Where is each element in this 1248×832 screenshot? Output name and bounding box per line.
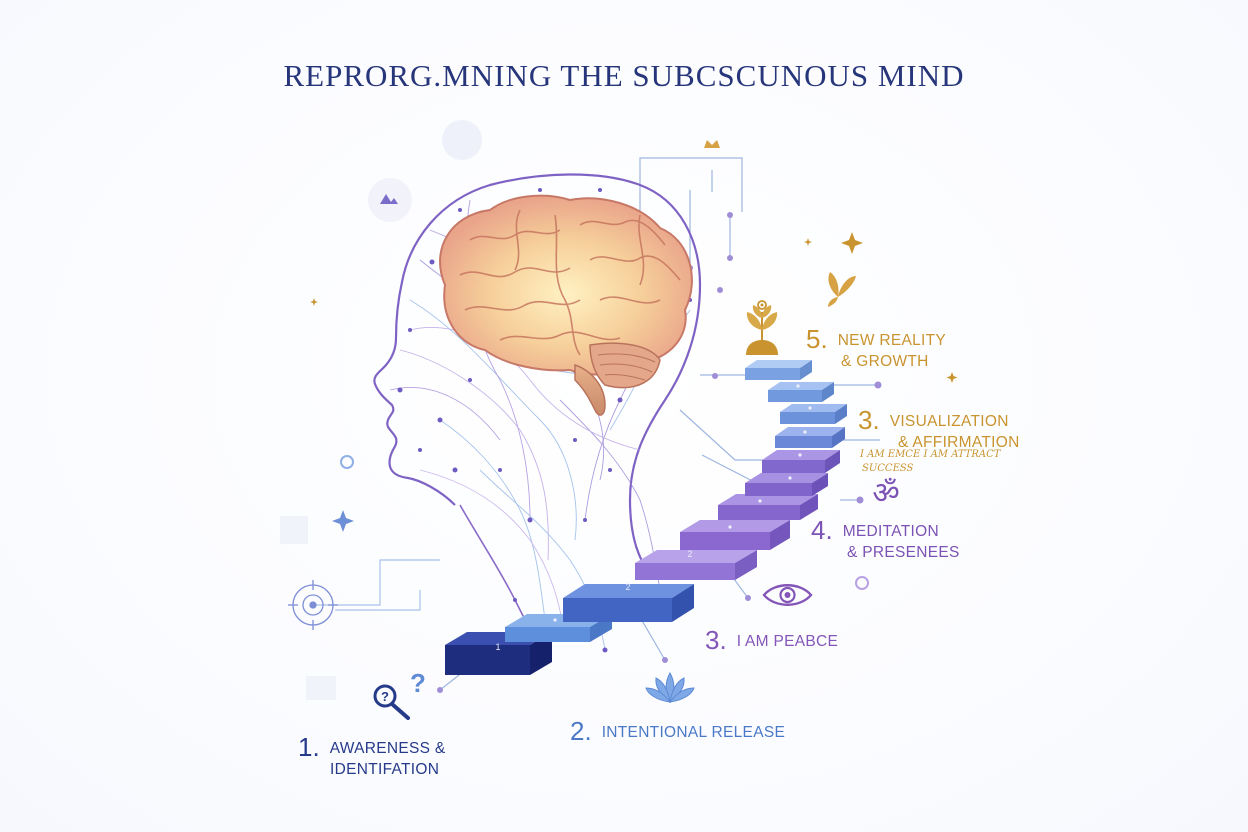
step-title: NEW REALITY xyxy=(837,332,947,349)
step-number: 3. xyxy=(705,625,727,655)
eye-icon xyxy=(762,584,813,606)
step-title: I AM PEABCE xyxy=(736,633,839,650)
stair-step-12 xyxy=(745,360,812,380)
sparkle-icon xyxy=(310,232,958,383)
stair-step-7 xyxy=(745,473,828,496)
ring-icon xyxy=(855,576,869,590)
svg-text:?: ? xyxy=(410,668,426,698)
stair-step-1 xyxy=(445,632,552,675)
affirmation-script: SUCCESS xyxy=(862,463,914,474)
page-title: REPRORG.MNING THE SUBCSCUNOUS MIND xyxy=(283,58,965,93)
step-title-line2: & AFFIRMATION xyxy=(898,434,1020,452)
head-silhouette xyxy=(373,173,702,576)
step-title-line2: IDENTIFATION xyxy=(330,761,440,779)
step-number: 5. xyxy=(806,324,828,354)
stair-step-9 xyxy=(775,427,845,448)
stair-step-6 xyxy=(718,494,818,520)
lotus-icon xyxy=(645,671,695,704)
bg-square xyxy=(280,516,308,544)
step-title-line2: & GROWTH xyxy=(841,353,929,371)
step-label-meditation: 4. MEDITATION & PRESENEES xyxy=(811,515,960,563)
staircase: 1 2 2 xyxy=(445,360,847,675)
svg-text:?: ? xyxy=(381,689,389,704)
stair-step-10 xyxy=(780,404,847,424)
bg-circle xyxy=(442,120,482,160)
stair-step-5 xyxy=(680,520,790,550)
step-number: 3. xyxy=(858,405,880,435)
step-label-i-am-peace: 3. I AM PEABCE xyxy=(705,625,838,656)
om-icon: ॐ xyxy=(872,476,899,511)
stair-number: 1 xyxy=(495,642,500,652)
affirmation-script: I AM EMCE I AM ATTRACT xyxy=(860,449,1001,460)
step-title: AWARENESS & xyxy=(329,740,446,757)
left-circuit-lines xyxy=(315,559,440,611)
step-number: 2. xyxy=(570,716,592,746)
brain-icon xyxy=(439,194,693,416)
step-label-visualization: 3. VISUALIZATION & AFFIRMATION xyxy=(858,405,1020,453)
butterfly-icon xyxy=(828,272,856,307)
stair-step-8 xyxy=(762,450,840,473)
stair-number: 2 xyxy=(687,549,692,559)
step-number: 1. xyxy=(298,732,320,762)
ring-icon xyxy=(340,455,354,469)
step-label-awareness: 1. AWARENESS & IDENTIFATION xyxy=(298,732,446,780)
step-title: INTENTIONAL RELEASE xyxy=(601,724,786,741)
step-number: 4. xyxy=(811,515,833,545)
question-search-icon: ? ? xyxy=(373,668,426,720)
target-icon xyxy=(288,580,338,630)
stair-step-4 xyxy=(635,550,757,580)
sparkle-icon xyxy=(332,510,354,532)
stair-step-3 xyxy=(563,584,694,622)
plant-icon xyxy=(746,300,778,355)
step-title-line2: & PRESENEES xyxy=(847,544,960,562)
stair-number: 2 xyxy=(625,582,630,592)
step-label-new-reality: 5. NEW REALITY & GROWTH xyxy=(806,324,946,372)
step-title: VISUALIZATION xyxy=(889,413,1009,430)
step-label-intentional-release: 2. INTENTIONAL RELEASE xyxy=(570,716,785,747)
step-title: MEDITATION xyxy=(842,523,939,540)
mountain-icon xyxy=(380,194,398,204)
bg-circle xyxy=(368,178,412,222)
stair-step-11 xyxy=(768,382,834,402)
bg-square xyxy=(306,676,336,700)
crown-icon xyxy=(704,140,720,148)
